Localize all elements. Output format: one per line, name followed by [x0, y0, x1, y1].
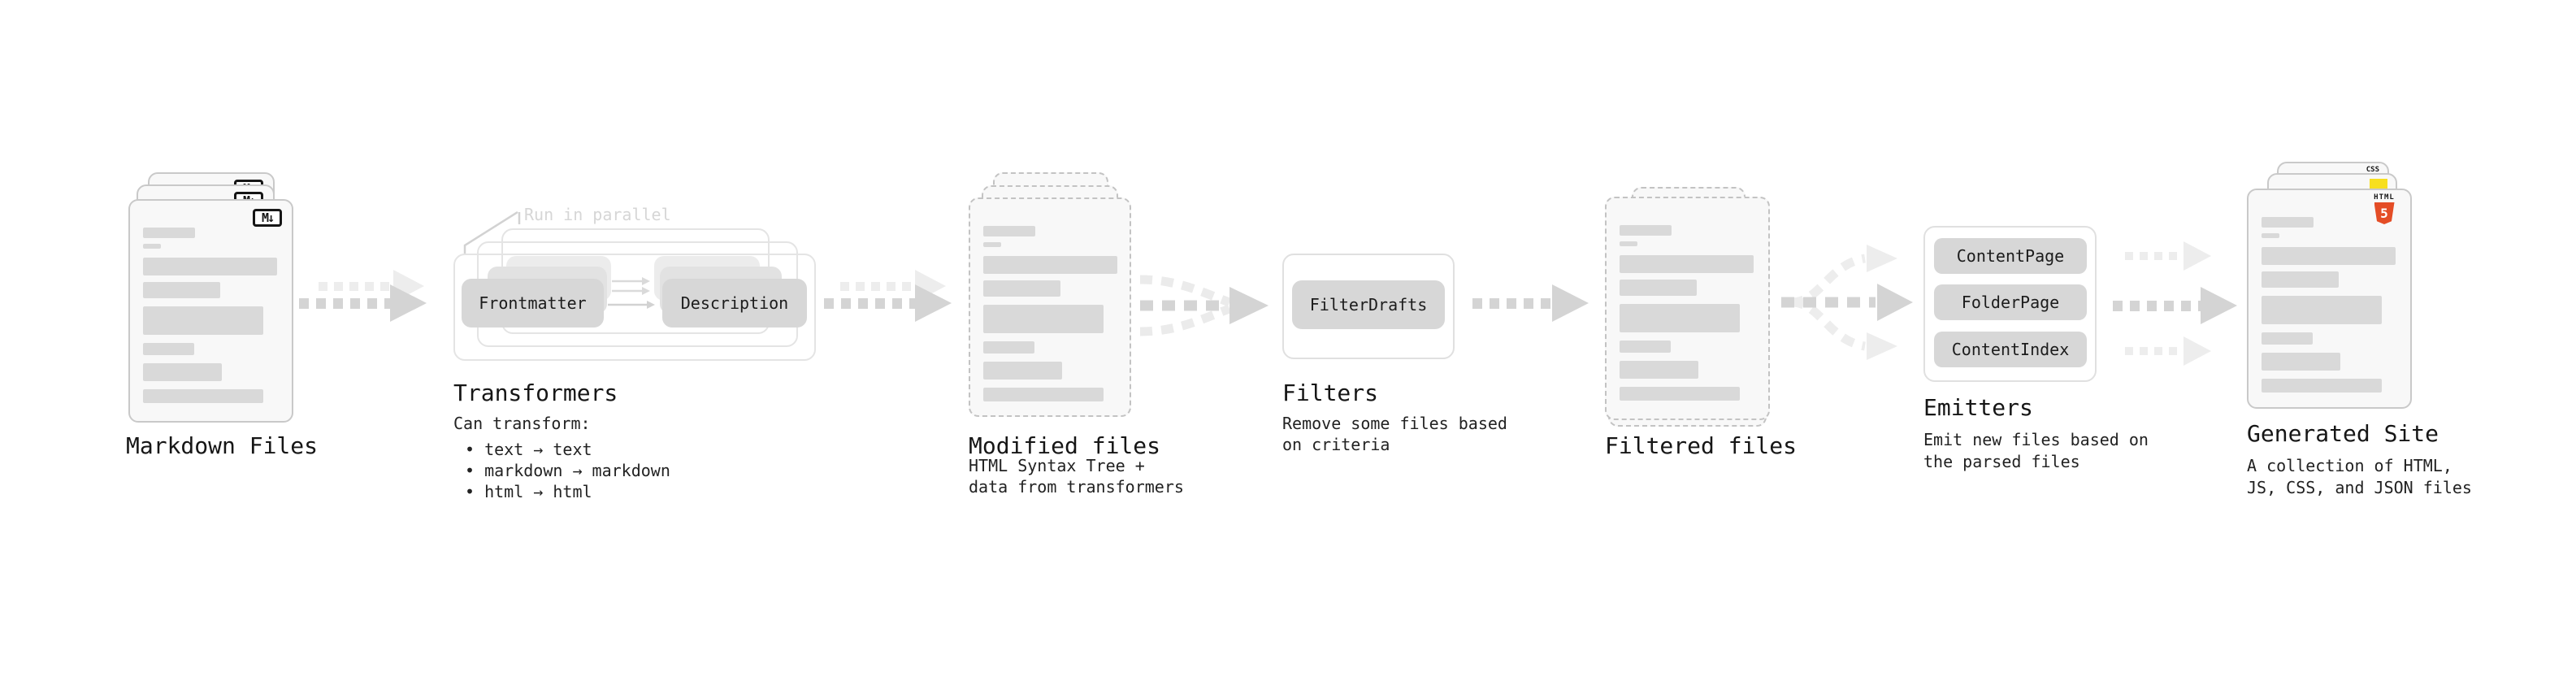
bullet-item: • markdown → markdown — [465, 461, 670, 480]
text-line-bar — [143, 258, 277, 275]
text-line-bar — [983, 305, 1104, 333]
stage-transformers: Run in parallel Frontmatter Description … — [453, 205, 835, 546]
stage-markdown-files: M↓ M↓ M↓ Markdown Files — [126, 158, 337, 484]
text-line-bar — [983, 362, 1062, 380]
bullet-item: • text → text — [465, 440, 592, 459]
stage-title: Modified files — [969, 432, 1161, 459]
text-line-bar — [983, 280, 1060, 297]
text-line-bar — [143, 282, 220, 298]
stage-caption: data from transformers — [969, 477, 1184, 497]
text-line-bar — [143, 306, 263, 335]
flow-arrow-light — [2125, 241, 2211, 271]
text-line-bar — [1620, 340, 1671, 353]
bullet-item: • html → html — [465, 482, 592, 501]
text-line-bar — [1620, 361, 1698, 379]
filtered-file-card-front — [1605, 197, 1770, 420]
parallel-transform-arrows — [608, 277, 655, 309]
js-icon — [2370, 179, 2387, 189]
text-line-bar — [143, 389, 263, 403]
transformer-box-front — [453, 254, 816, 361]
filterdrafts-pill: FilterDrafts — [1292, 280, 1445, 329]
text-line-bar — [1620, 280, 1697, 296]
text-line-bar — [2262, 353, 2340, 371]
stage-caption: on criteria — [1282, 435, 1390, 454]
stage-title: Filtered files — [1605, 432, 1798, 459]
flow-arrow — [824, 284, 952, 322]
stage-emitters: ContentPage FolderPage ContentIndex Emit… — [1923, 226, 2149, 494]
description-pill: Description — [662, 279, 807, 327]
text-line-bar — [143, 363, 222, 381]
text-line-bar — [1620, 241, 1637, 246]
text-line-bar — [2262, 296, 2382, 324]
stage-modified-files: Modified files HTML Syntax Tree + data f… — [969, 172, 1184, 514]
contentpage-pill: ContentPage — [1934, 238, 2087, 274]
text-line-bar — [1620, 304, 1740, 332]
text-line-bar — [143, 343, 194, 355]
flow-arrow — [2113, 287, 2237, 324]
text-line-bar — [2262, 247, 2396, 265]
flow-arrow — [299, 284, 427, 322]
site-file-card-html: HTML 5 — [2247, 189, 2412, 409]
stage-title: Filters — [1282, 380, 1379, 406]
flow-arrow-light — [2125, 336, 2211, 366]
stage-caption: Emit new files based on — [1923, 430, 2149, 449]
stage-generated-site: CSS HTML 5 Generated Site A collection o… — [2247, 162, 2474, 519]
text-line-bar — [2262, 332, 2313, 345]
merge-arrow — [1139, 275, 1268, 336]
stage-title: Transformers — [453, 380, 618, 406]
text-line-bar — [143, 228, 195, 238]
html5-icon: HTML 5 — [2368, 193, 2400, 224]
modified-file-card-front — [969, 197, 1131, 417]
stage-caption: Remove some files based — [1282, 414, 1507, 433]
text-line-bar — [2262, 217, 2314, 228]
stage-caption: the parsed files — [1923, 452, 2080, 471]
run-in-parallel-label: Run in parallel — [524, 205, 671, 224]
text-line-bar — [143, 244, 161, 249]
stage-caption: JS, CSS, and JSON files — [2247, 478, 2472, 497]
text-line-bar — [2262, 379, 2382, 393]
run-in-parallel-callout — [463, 210, 521, 254]
stage-filters: FilterDrafts Filters Remove some files b… — [1282, 254, 1507, 465]
stage-caption: Can transform: — [453, 414, 591, 433]
stage-title: Generated Site — [2247, 420, 2439, 447]
markdown-icon: M↓ — [253, 209, 282, 227]
text-line-bar — [1620, 387, 1740, 401]
folderpage-pill: FolderPage — [1934, 284, 2087, 320]
text-line-bar — [1620, 225, 1672, 236]
stage-filtered-files: Filtered files — [1605, 186, 1816, 479]
markdown-file-card-front: M↓ — [128, 199, 293, 423]
text-line-bar — [2262, 233, 2279, 238]
text-line-bar — [983, 242, 1001, 247]
text-line-bar — [1620, 255, 1754, 273]
text-line-bar — [983, 341, 1034, 354]
stage-caption: HTML Syntax Tree + — [969, 456, 1145, 475]
flow-arrow — [1472, 284, 1589, 322]
text-line-bar — [983, 388, 1104, 401]
stage-caption: A collection of HTML, — [2247, 456, 2452, 475]
stage-title: Emitters — [1923, 394, 2033, 421]
text-line-bar — [2262, 271, 2339, 288]
fanout-arrow — [1781, 245, 1913, 360]
contentindex-pill: ContentIndex — [1934, 332, 2087, 367]
frontmatter-pill: Frontmatter — [462, 279, 604, 327]
text-line-bar — [983, 226, 1035, 236]
stage-title: Markdown Files — [126, 432, 319, 459]
text-line-bar — [983, 256, 1117, 274]
